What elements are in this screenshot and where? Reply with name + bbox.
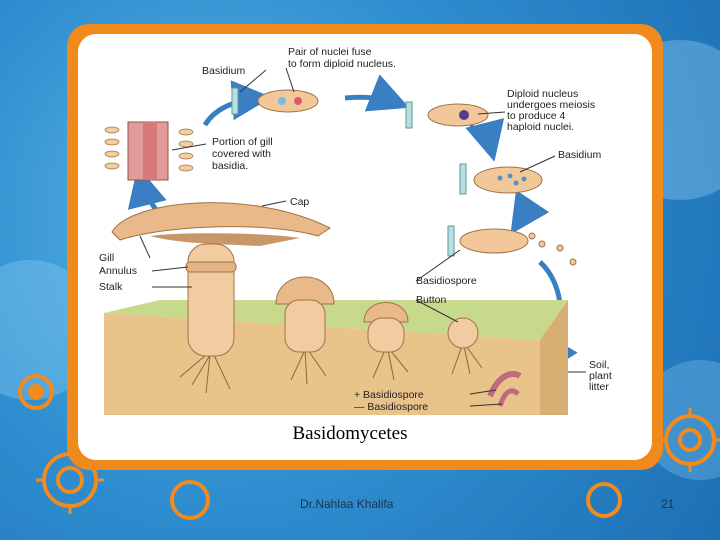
footer-page-number: 21 [661, 497, 675, 511]
label-button: Button [416, 294, 447, 306]
label-diploid-line4: haploid nuclei. [507, 121, 574, 133]
label-diploid-line2: undergoes meiosis [507, 99, 595, 111]
basidium-stage-4 [447, 225, 577, 266]
label-basidium-top: Basidium [202, 65, 245, 77]
soil-block [104, 300, 568, 415]
button-illustration [447, 317, 479, 349]
label-gill-portion-line3: basidia. [212, 160, 248, 172]
footer-author: Dr.Nahlaa Khalifa [300, 497, 394, 511]
label-soil-line3: litter [589, 381, 609, 393]
mature-mushroom-illustration [111, 202, 331, 357]
cycle-arrow [202, 80, 272, 127]
label-soil-line2: plant [589, 370, 612, 382]
label-minus-basidiospore: — Basidiospore [354, 401, 428, 413]
young-mushroom-1 [275, 276, 335, 353]
gill-portion-illustration [104, 121, 194, 181]
label-annulus: Annulus [99, 265, 137, 277]
cycle-arrow [465, 118, 505, 162]
label-leader-lines [139, 67, 586, 407]
label-soil-line1: Soil, [589, 359, 609, 371]
label-nuclei-fuse-line2: to form diploid nucleus. [288, 58, 396, 70]
basidium-stage-1 [231, 87, 319, 115]
slide-caption: Basidomycetes [292, 423, 408, 444]
young-mushroom-2 [363, 302, 409, 353]
label-nuclei-fuse-line1: Pair of nuclei fuse [288, 46, 372, 58]
label-gill: Gill [99, 252, 114, 264]
label-diploid-line3: to produce 4 [507, 110, 566, 122]
label-basidium-right: Basidium [558, 149, 601, 161]
root-hyphae [179, 345, 483, 394]
label-cap: Cap [290, 196, 309, 208]
basidium-stage-2 [405, 101, 489, 129]
basidium-stage-3 [459, 163, 543, 195]
label-plus-basidiospore: + Basidiospore [354, 389, 424, 401]
label-gill-portion-line2: covered with [212, 148, 271, 160]
cycle-arrow [344, 74, 410, 112]
label-gill-portion-line1: Portion of gill [212, 136, 273, 148]
label-stalk: Stalk [99, 281, 123, 293]
label-basidiospore: Basidiospore [416, 275, 477, 287]
label-diploid-line1: Diploid nucleus [507, 88, 578, 100]
cycle-arrow [510, 189, 550, 235]
